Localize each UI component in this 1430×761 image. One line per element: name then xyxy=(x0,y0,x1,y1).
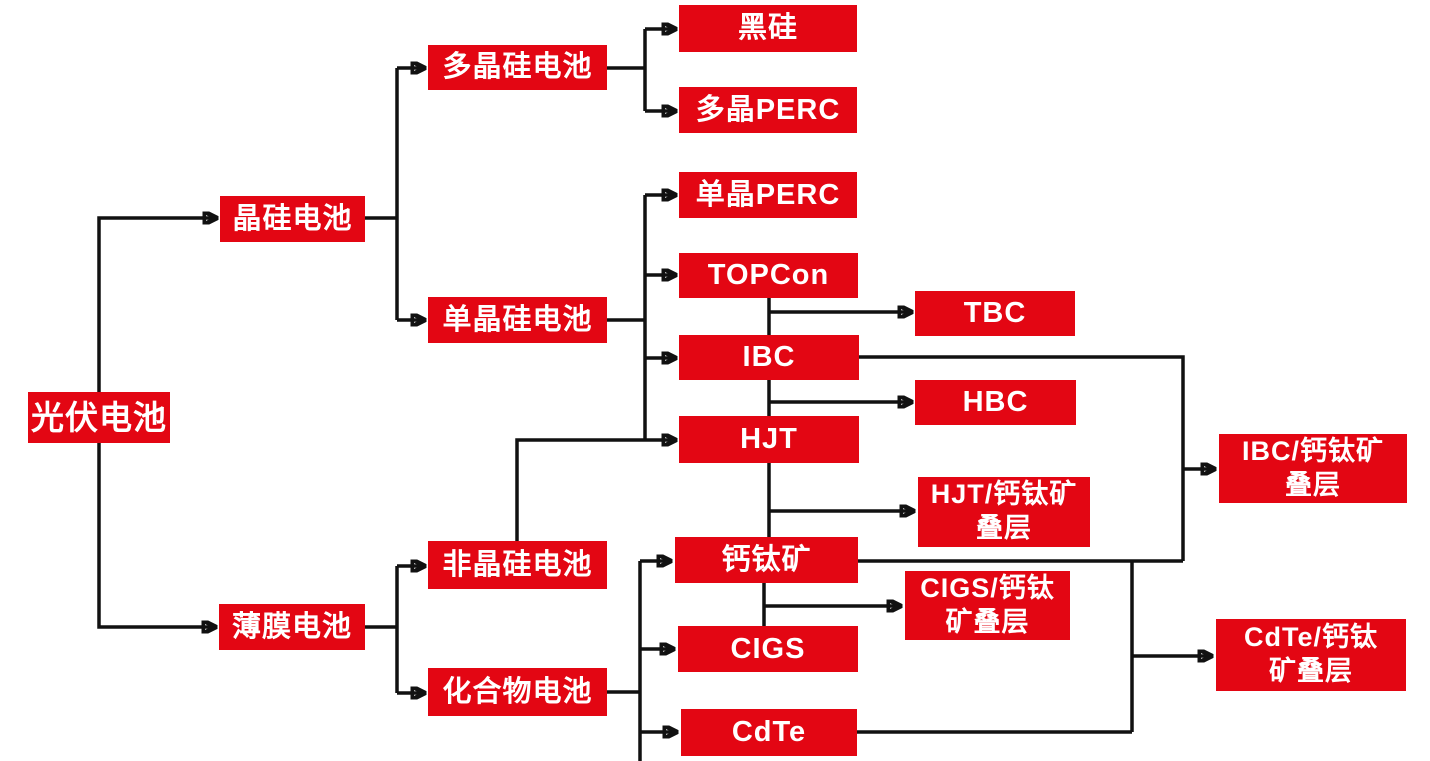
node-ibc: IBC xyxy=(679,335,859,380)
node-label: 单晶PERC xyxy=(695,178,841,211)
node-label: IBC xyxy=(742,341,796,374)
node-label-line2: 矿叠层 xyxy=(945,606,1030,637)
node-label: TBC xyxy=(963,297,1027,330)
node-label: HJT xyxy=(740,423,798,456)
node-label-line2: 叠层 xyxy=(976,513,1032,543)
edge-root-to-crystalline xyxy=(97,218,215,392)
node-perovskite: 钙钛矿 xyxy=(675,537,858,583)
node-label: 光伏电池 xyxy=(31,398,167,436)
node-label: 薄膜电池 xyxy=(231,610,352,643)
node-cdte: CdTe xyxy=(681,709,857,756)
node-thin-film-cell: 薄膜电池 xyxy=(219,604,365,650)
node-label-line2: 矿叠层 xyxy=(1269,656,1353,686)
node-label: TOPCon xyxy=(707,259,830,292)
node-ibc-perovskite-tandem: IBC/钙钛矿 叠层 xyxy=(1219,434,1407,503)
node-label: 晶硅电池 xyxy=(232,202,353,235)
node-label-line1: CdTe/钙钛 xyxy=(1244,622,1378,653)
node-label: CdTe xyxy=(731,716,807,749)
node-label: 黑硅 xyxy=(737,12,798,45)
node-label-line1: CIGS/钙钛 xyxy=(920,572,1055,603)
node-label: 钙钛矿 xyxy=(721,543,812,576)
node-compound-cell: 化合物电池 xyxy=(428,668,607,716)
node-label: 单晶硅电池 xyxy=(442,303,593,336)
node-hjt-perovskite-tandem: HJT/钙钛矿 叠层 xyxy=(918,477,1090,547)
node-cigs: CIGS xyxy=(678,626,858,672)
node-label: 多晶PERC xyxy=(695,93,841,126)
node-mono-perc: 单晶PERC xyxy=(679,172,857,218)
node-pv-cell: 光伏电池 xyxy=(28,392,170,443)
node-polycrystalline-silicon-cell: 多晶硅电池 xyxy=(428,45,607,90)
node-tbc: TBC xyxy=(915,291,1075,336)
node-crystalline-silicon-cell: 晶硅电池 xyxy=(220,196,365,242)
node-topcon: TOPCon xyxy=(679,253,858,298)
node-label: 多晶硅电池 xyxy=(442,51,593,84)
node-hjt: HJT xyxy=(679,416,859,463)
edge-amorphous-to-hjt xyxy=(515,440,674,541)
node-label: CIGS xyxy=(730,632,806,665)
node-label: 化合物电池 xyxy=(442,675,593,708)
node-monocrystalline-silicon-cell: 单晶硅电池 xyxy=(428,297,607,343)
edge-ibc-out xyxy=(859,355,1185,561)
node-amorphous-silicon-cell: 非晶硅电池 xyxy=(428,541,607,589)
node-label-line1: IBC/钙钛矿 xyxy=(1242,435,1384,466)
node-hbc: HBC xyxy=(915,380,1076,425)
node-label: 非晶硅电池 xyxy=(442,548,593,581)
node-label-line2: 叠层 xyxy=(1285,469,1341,500)
node-cdte-perovskite-tandem: CdTe/钙钛 矿叠层 xyxy=(1216,619,1406,691)
node-cigs-perovskite-tandem: CIGS/钙钛 矿叠层 xyxy=(905,571,1070,640)
node-label-line1: HJT/钙钛矿 xyxy=(930,479,1078,510)
node-label: HBC xyxy=(962,386,1029,419)
node-poly-perc: 多晶PERC xyxy=(679,87,857,133)
node-black-silicon: 黑硅 xyxy=(679,5,857,52)
edge-root-to-thinfilm xyxy=(97,443,214,627)
